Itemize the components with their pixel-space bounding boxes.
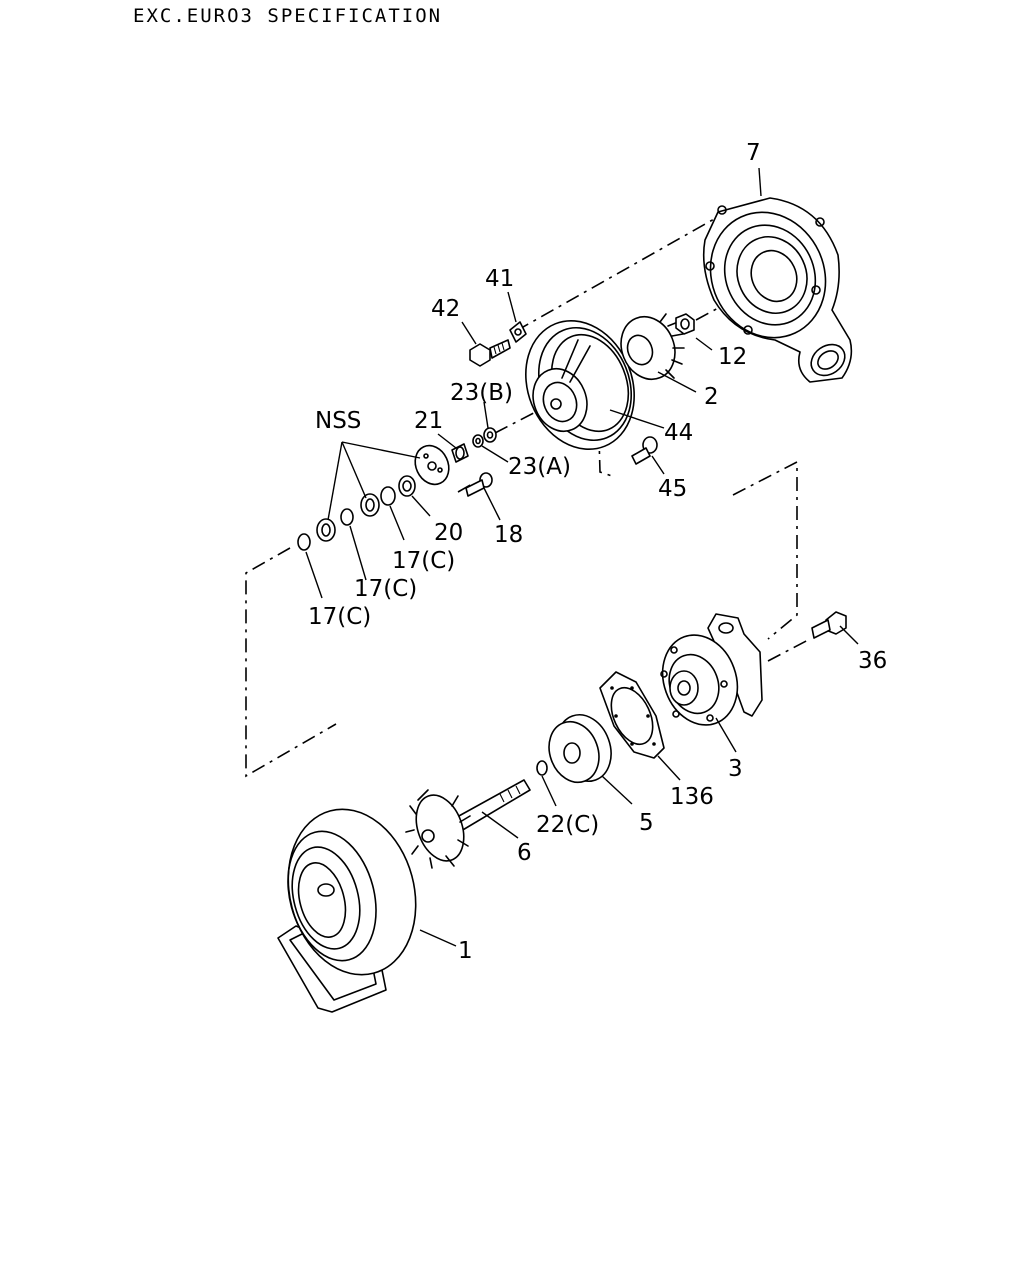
washer-23a xyxy=(472,434,484,448)
snap-ring-17c-a xyxy=(380,486,396,506)
snap-ring-17c-c xyxy=(297,533,311,551)
turbine-housing-1 xyxy=(277,808,417,1013)
label-17c-1: 17(C) xyxy=(392,548,455,574)
compressor-housing-7 xyxy=(702,197,853,383)
label-18: 18 xyxy=(494,522,523,548)
bolt-36 xyxy=(811,611,847,639)
seal-plate-41 xyxy=(509,321,527,343)
label-36: 36 xyxy=(858,648,887,674)
label-23b: 23(B) xyxy=(450,380,513,406)
sleeve-21 xyxy=(451,443,469,463)
label-6: 6 xyxy=(517,840,532,866)
seal-ring-22c xyxy=(536,760,548,776)
page-header: EXC.EURO3 SPECIFICATION xyxy=(133,5,442,27)
label-20: 20 xyxy=(434,520,463,546)
label-1: 1 xyxy=(458,938,473,964)
center-housing-3 xyxy=(660,613,763,726)
label-nss: NSS xyxy=(315,408,361,434)
label-41: 41 xyxy=(485,266,514,292)
gasket-136 xyxy=(599,671,665,759)
nut-12 xyxy=(675,313,695,335)
label-42: 42 xyxy=(431,296,460,322)
label-21: 21 xyxy=(414,408,443,434)
label-17c-2: 17(C) xyxy=(354,576,417,602)
bearing-nss-a xyxy=(360,493,380,517)
label-22c: 22(C) xyxy=(536,812,599,838)
label-5: 5 xyxy=(639,810,654,836)
thrust-ring-20 xyxy=(398,475,416,497)
snap-ring-17c-b xyxy=(340,508,354,526)
label-17c-3: 17(C) xyxy=(308,604,371,630)
label-12: 12 xyxy=(718,344,747,370)
label-23a: 23(A) xyxy=(508,454,571,480)
thrust-plate-nss xyxy=(414,444,450,486)
label-2: 2 xyxy=(704,384,719,410)
label-7: 7 xyxy=(746,140,761,166)
callout-labels: 7 41 42 12 2 23(B) 21 NSS 44 23(A) 45 20… xyxy=(308,140,887,964)
label-3: 3 xyxy=(728,756,743,782)
bearing-nss-b xyxy=(316,518,336,542)
compressor-wheel-2 xyxy=(620,313,685,381)
leader-lines xyxy=(305,167,859,947)
label-136: 136 xyxy=(670,784,714,810)
turbine-wheel-shaft-6 xyxy=(405,779,531,869)
label-45: 45 xyxy=(658,476,687,502)
heat-shield-5 xyxy=(548,714,612,784)
bolt-42 xyxy=(469,339,511,367)
screw-18 xyxy=(465,472,493,497)
screw-45 xyxy=(631,436,658,465)
label-44: 44 xyxy=(664,420,693,446)
washer-23b xyxy=(483,427,497,443)
